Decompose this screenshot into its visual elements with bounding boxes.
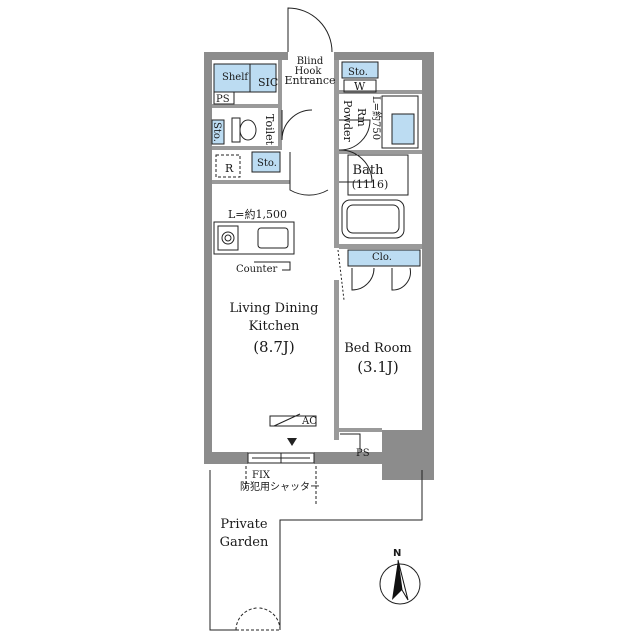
sic-label: SIC [258,76,278,89]
kitchen-sink [257,227,289,249]
counter-length-label: L=約1,500 [228,207,287,221]
exterior-walls [204,52,434,480]
counter-label: Counter [236,264,277,275]
compass-north-label: N [393,548,401,559]
toilet-label: Toilet [263,114,276,146]
entrance-line3: Entrance [284,74,335,87]
entrance-line2: Hook [295,66,323,77]
closet-storage [347,249,421,267]
toilet-bowl [239,119,257,141]
sto-top-storage [341,61,379,79]
interior-walls [212,60,422,440]
entrance-line1: Blind [297,56,324,67]
bathtub [341,199,405,239]
shutter-label: 防犯用シャッター [240,480,320,493]
storage-fills [211,61,421,267]
bath-size: (1116) [352,178,389,191]
hall-door [289,152,329,196]
garden-line1: Private [220,517,267,532]
bedroom-size: (3.1J) [357,358,399,376]
ps-bottom-label: PS [356,448,370,459]
bath-label: Bath [353,163,385,178]
ac-label: AC [301,416,317,427]
ps-top-label: PS [216,94,230,105]
north-arrow-icon [392,560,402,600]
kitchen-counter [213,221,295,255]
fix-label: FIX [252,470,271,481]
sto-small-storage [211,119,225,145]
closet-label: Clo. [372,252,392,263]
fixture-outlines [213,64,419,464]
ps-shaft [382,430,434,480]
shelf-label: Shelf [222,72,249,83]
ldk-line1: Living Dining [230,301,319,316]
bedroom-label: Bed Room [344,341,411,356]
ldk-size: (8.7J) [253,338,295,356]
sto-mid-storage [251,151,281,173]
ldk-line2: Kitchen [249,319,300,334]
r-label: R [225,162,234,175]
vanity-length-label: L=約750 [370,96,383,140]
doors [281,7,411,452]
sto-mid-label: Sto. [257,158,277,169]
stove [217,225,239,251]
sto-top-label: Sto. [348,67,368,78]
vanity-basin [391,113,415,145]
compass-ring [379,563,421,605]
shelf-sic-storage [213,63,277,93]
garden-line2: Garden [220,535,269,550]
sto-small-label: Sto. [211,122,222,142]
toilet-tank [231,117,241,143]
powder-line1: Powder [341,100,354,143]
private-garden [209,466,423,631]
w-label: W [354,80,366,93]
entry-arrow-icon [287,438,297,446]
powder-line2: Rm [355,108,368,127]
entrance-door [287,7,333,53]
compass: N [379,548,421,605]
